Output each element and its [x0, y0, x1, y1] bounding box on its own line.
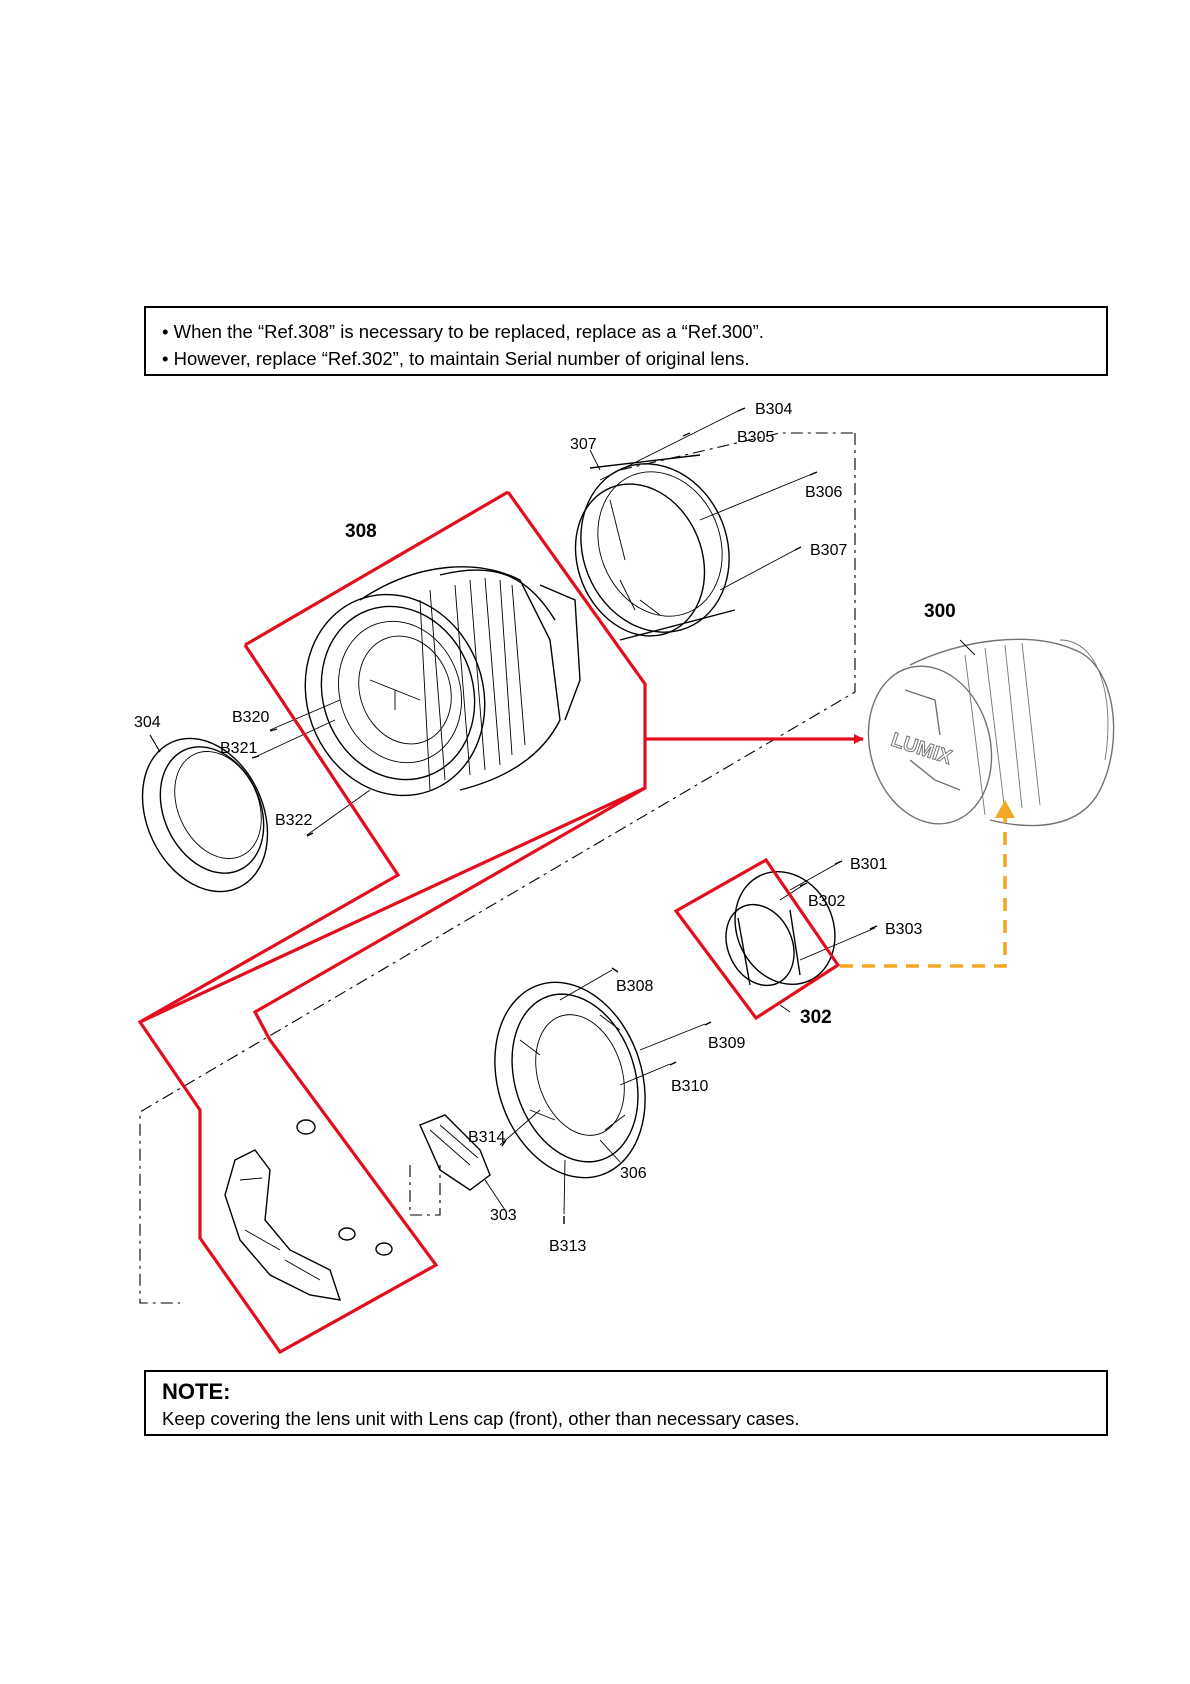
outline-302 [673, 857, 841, 1021]
label-303: 303 [490, 1207, 517, 1224]
part-labels: 308 300 302 307 304 306 303 B304 B305 B3… [134, 401, 956, 1255]
label-b306: B306 [805, 484, 842, 501]
label-b314: B314 [468, 1129, 505, 1146]
instruction-box: • When the “Ref.308” is necessary to be … [144, 306, 1108, 376]
label-b301: B301 [850, 856, 887, 873]
outline-308-left [139, 490, 509, 1024]
instruction-line-2: • However, replace “Ref.302”, to maintai… [162, 348, 750, 369]
screws [251, 407, 878, 1224]
label-b321: B321 [220, 740, 257, 757]
label-b304: B304 [755, 401, 792, 418]
outline-308 [137, 491, 647, 1355]
lens-unit-308 [304, 566, 581, 797]
label-b303: B303 [885, 921, 922, 938]
complete-lens-300: LUMIX [867, 638, 1115, 827]
label-b322: B322 [275, 812, 312, 829]
label-b309: B309 [708, 1035, 745, 1052]
label-b313: B313 [549, 1238, 586, 1255]
leader-lines [149, 449, 976, 1211]
label-306: 306 [620, 1165, 647, 1182]
arrow-302-to-300 [840, 800, 1015, 968]
instruction-line-1: • When the “Ref.308” is necessary to be … [162, 321, 764, 342]
highlight-outlines [137, 490, 864, 1355]
label-b302: B302 [808, 893, 845, 910]
mount-ring-306 [494, 981, 646, 1179]
label-307: 307 [570, 436, 597, 453]
label-b307: B307 [810, 542, 847, 559]
lumix-logo-text: LUMIX [888, 729, 955, 769]
rear-cap-304 [141, 734, 269, 893]
contact-block-303 [419, 1114, 491, 1191]
mount-302 [725, 870, 836, 987]
label-304: 304 [134, 714, 161, 731]
note-box: NOTE: Keep covering the lens unit with L… [144, 1370, 1108, 1436]
label-302: 302 [800, 1007, 832, 1028]
chassis-outline [139, 432, 856, 1304]
ring-307 [574, 454, 736, 641]
note-title: NOTE: [162, 1379, 231, 1404]
label-300: 300 [924, 601, 956, 622]
label-b305: B305 [737, 429, 774, 446]
label-b310: B310 [671, 1078, 708, 1095]
label-b320: B320 [232, 709, 269, 726]
label-b308: B308 [616, 978, 653, 995]
label-308: 308 [345, 521, 377, 542]
flex-bracket [224, 1119, 393, 1301]
note-body: Keep covering the lens unit with Lens ca… [162, 1408, 800, 1429]
